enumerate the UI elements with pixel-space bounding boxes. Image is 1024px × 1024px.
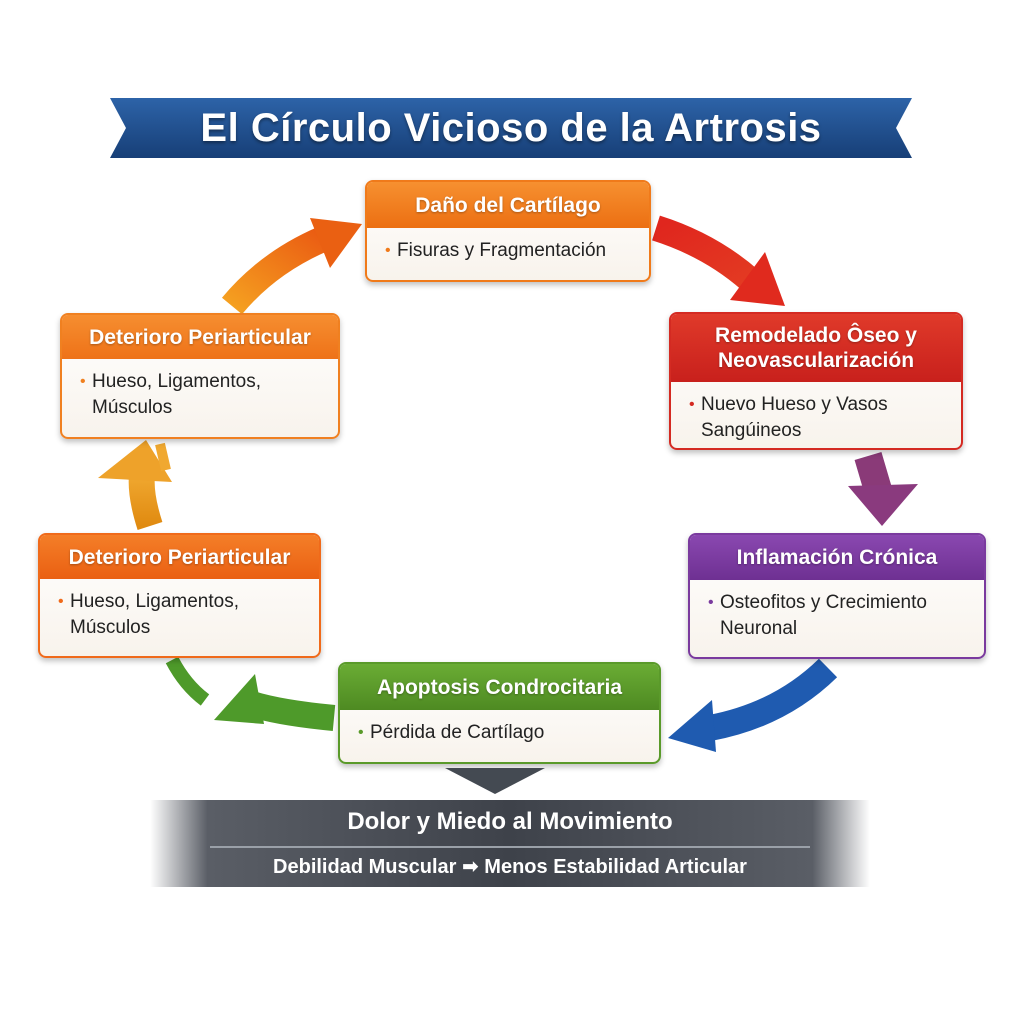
arrow-green-bottom-left <box>165 656 336 731</box>
bullet-icon: • <box>708 594 714 611</box>
consequence-line: Debilidad Muscular ➡ Menos Estabilidad A… <box>150 854 870 879</box>
right-arrow-icon: ➡ <box>461 856 479 878</box>
box-title: Deterioro Periarticular <box>62 315 338 359</box>
box-bullet: Fisuras y Fragmentación <box>397 240 607 261</box>
box-periarticular-upper: Deterioro Periarticular • Hueso, Ligament… <box>60 313 340 439</box>
bullet-icon: • <box>689 396 695 413</box>
box-bullet: Nuevo Hueso y Vasos Sangúineos <box>701 394 888 441</box>
box-title: Inflamación Crónica <box>690 535 984 580</box>
box-title: Daño del Cartílago <box>367 182 649 228</box>
consequence-bar: Dolor y Miedo al Movimiento Debilidad Mu… <box>150 800 870 887</box>
arrow-yellow-left <box>98 440 172 530</box>
arrow-purple-right <box>848 452 918 526</box>
box-periarticular-lower: Deterioro Periarticular • Hueso, Ligament… <box>38 533 321 658</box>
box-chronic-inflammation: Inflamación Crónica • Osteofitos y Crecim… <box>688 533 986 659</box>
bullet-icon: • <box>385 242 391 259</box>
bullet-icon: • <box>80 373 86 390</box>
box-bullet: Pérdida de Cartílago <box>370 722 545 743</box>
box-title: Apoptosis Condrocitaria <box>340 664 659 710</box>
bullet-icon: • <box>58 593 64 610</box>
box-bone-remodeling: Remodelado Ôseo y Neovascularización • Nu… <box>669 312 963 450</box>
box-bullet: Hueso, Ligamentos, Músculos <box>92 371 261 418</box>
box-cartilage-damage: Daño del Cartílago • Fisuras y Fragmentac… <box>365 180 651 282</box>
box-chondrocyte-apoptosis: Apoptosis Condrocitaria • Pérdida de Cart… <box>338 662 661 764</box>
box-bullet: Hueso, Ligamentos, Músculos <box>70 591 239 638</box>
bullet-icon: • <box>358 724 364 741</box>
arrow-blue-bottom-right <box>668 658 838 752</box>
box-bullet: Osteofitos y Crecimiento Neuronal <box>720 592 927 639</box>
arrow-orange-top-left <box>221 218 362 315</box>
down-arrow-icon <box>445 768 545 794</box>
pain-fear-label: Dolor y Miedo al Movimiento <box>347 808 673 835</box>
joint-stability-label: Menos Estabilidad Articular <box>484 856 747 878</box>
box-title: Remodelado Ôseo y Neovascularización <box>671 314 961 382</box>
title-banner: El Círculo Vicioso de la Artrosis <box>110 98 912 158</box>
arrow-red-top-right <box>651 215 785 306</box>
divider <box>210 846 810 848</box>
muscle-weakness-label: Debilidad Muscular <box>273 856 457 878</box>
box-title: Deterioro Periarticular <box>40 535 319 579</box>
page-title: El Círculo Vicioso de la Artrosis <box>200 106 822 150</box>
